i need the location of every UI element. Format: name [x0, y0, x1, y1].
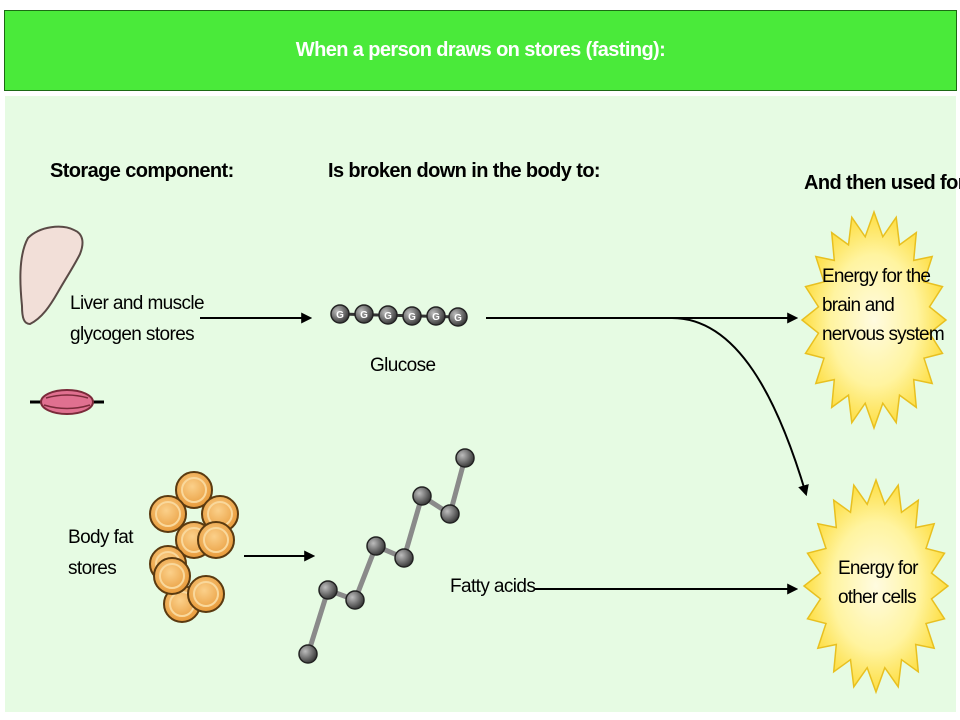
energy-burst-icon — [802, 477, 950, 695]
liver-icon — [19, 225, 84, 326]
fatty-acid-carbon — [318, 580, 338, 600]
glucose-label: Glucose — [370, 355, 436, 376]
fat-cell — [197, 521, 235, 559]
storage-component-header: Storage component: — [50, 160, 234, 182]
brain-energy-label: Energy for the brain and nervous system — [822, 266, 945, 345]
fatty-acid-carbon — [298, 644, 318, 664]
svg-text:G: G — [336, 310, 344, 321]
svg-text:G: G — [408, 312, 416, 323]
fatty-acid-carbon — [345, 590, 365, 610]
glucose-unit: G — [402, 306, 422, 326]
glucose-unit: G — [354, 304, 374, 324]
glycogen-stores-label: Liver and muscle glycogen stores — [70, 293, 205, 345]
glucose-to-cells-arrow — [671, 317, 809, 497]
muscle-icon — [30, 389, 104, 415]
glucose-unit: G — [448, 307, 468, 327]
banner-title: When a person draws on stores (fasting): — [295, 39, 666, 61]
cells-energy-label: Energy for other cells — [838, 558, 918, 608]
svg-text:G: G — [432, 312, 440, 323]
fatty-acid-carbon — [440, 504, 460, 524]
svg-text:G: G — [360, 310, 368, 321]
glucose-unit: G — [330, 304, 350, 324]
energy-burst-icon — [800, 209, 948, 431]
broken-down-header: Is broken down in the body to: — [328, 160, 601, 182]
fat-cell — [175, 471, 213, 509]
body-fat-stores-label: Body fat stores — [68, 527, 134, 579]
fatty-acid-carbon — [412, 486, 432, 506]
diagram-background — [5, 96, 956, 712]
fatty-acids-label: Fatty acids — [450, 576, 536, 597]
fatty-acid-carbon — [394, 548, 414, 568]
fat-cell — [187, 575, 225, 613]
glucose-unit: G — [378, 305, 398, 325]
fat-cells-icon — [149, 471, 239, 623]
title-banner: When a person draws on stores (fasting): — [4, 10, 957, 91]
glucose-unit: G — [426, 306, 446, 326]
fatty-acid-carbon — [366, 536, 386, 556]
fatty-acid-chain-icon — [298, 448, 475, 664]
svg-text:G: G — [384, 311, 392, 322]
fatty-acid-carbon — [455, 448, 475, 468]
svg-text:G: G — [454, 313, 462, 324]
used-for-header: And then used for: — [804, 172, 960, 194]
fat-cell — [149, 495, 187, 533]
fat-cell — [153, 557, 191, 595]
